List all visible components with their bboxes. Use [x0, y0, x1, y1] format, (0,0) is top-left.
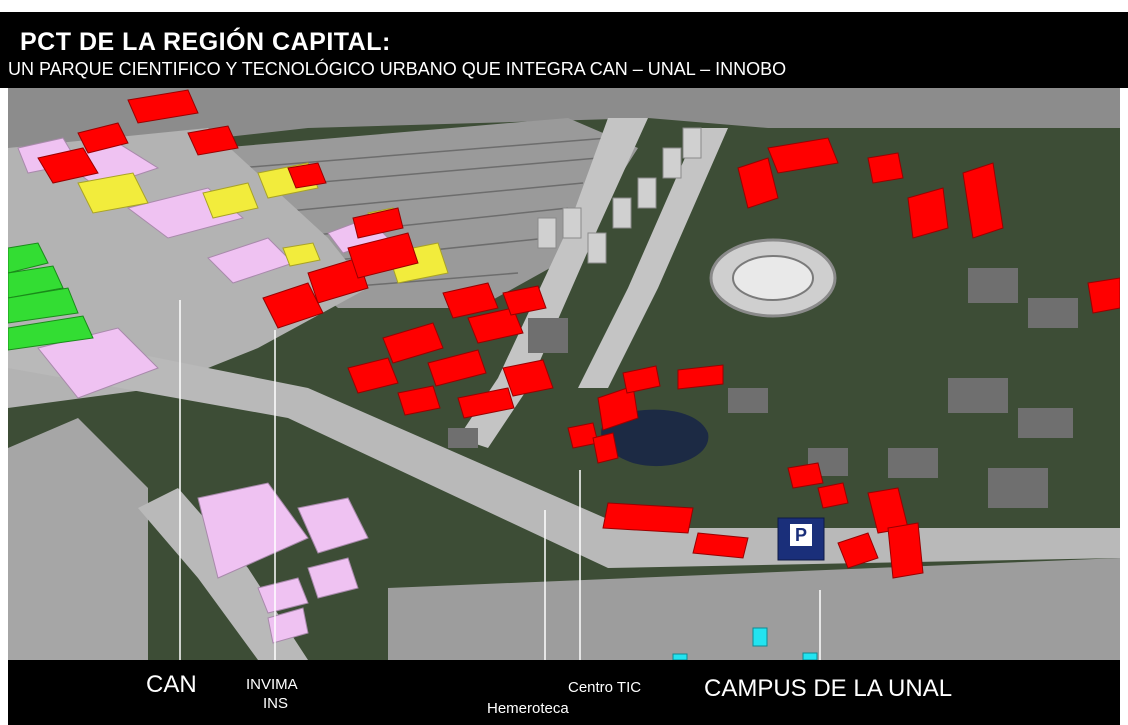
label-invima: INVIMA: [246, 676, 298, 693]
label-hemeroteca: Hemeroteca: [487, 700, 569, 717]
label-campus-unal: CAMPUS DE LA UNAL: [704, 675, 953, 702]
page-title: PCT DE LA REGIÓN CAPITAL:: [20, 28, 391, 56]
parking-sign: [790, 524, 812, 546]
footer-banner: [8, 660, 1120, 725]
header-banner: PCT DE LA REGIÓN CAPITAL: UN PARQUE CIEN…: [0, 12, 1128, 88]
main-highway: [8, 328, 1120, 568]
map-svg: P: [8, 88, 1120, 660]
green-buildings: [8, 242, 94, 351]
red-buildings: [37, 89, 1120, 579]
urban-blocks-west: [8, 418, 148, 660]
residential-towers: [537, 127, 702, 264]
label-centro-tic: Centro TIC: [568, 679, 642, 696]
aerial-map: P: [8, 88, 1120, 660]
urban-blocks-north: [8, 88, 1120, 168]
campus-avenue: [578, 128, 728, 388]
label-ins: INS: [263, 695, 289, 712]
label-can: CAN: [146, 671, 197, 698]
stadium-field: [732, 255, 814, 301]
parking-sign-letter: P: [795, 525, 807, 545]
urban-blocks-south: [388, 558, 1120, 660]
page-subtitle: UN PARQUE CIENTIFICO Y TECNOLÓGICO URBAN…: [8, 59, 787, 79]
cyan-buildings: [672, 627, 818, 660]
pond: [601, 409, 709, 467]
north-avenue: [458, 118, 648, 448]
